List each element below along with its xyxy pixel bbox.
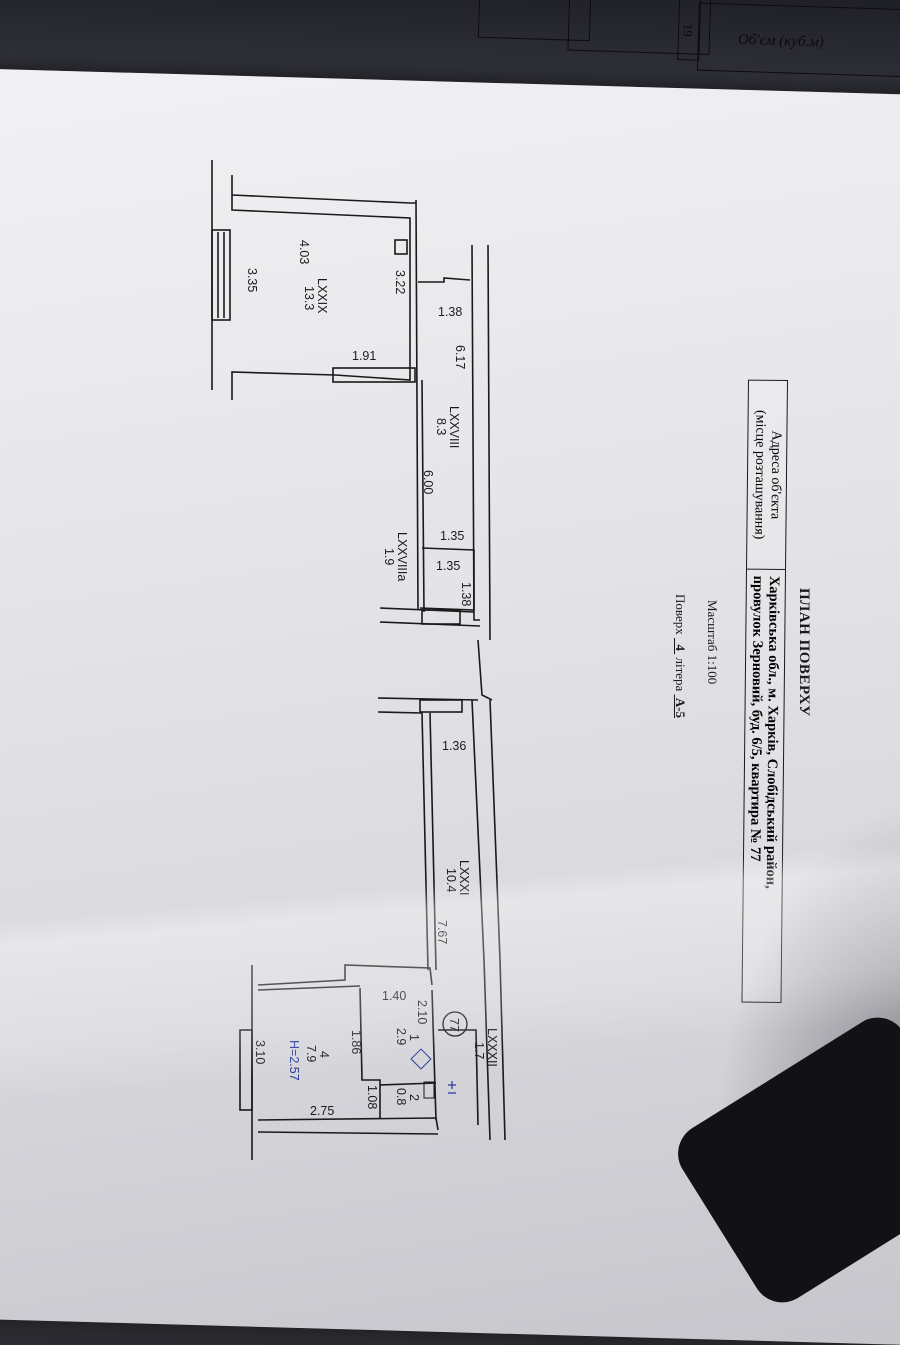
room-lxxxii-area: 1.7 xyxy=(472,1042,486,1059)
dimension: 7.67 xyxy=(435,920,449,944)
dimension: 1.35 xyxy=(440,529,464,543)
dimension: 1.36 xyxy=(442,739,466,753)
ceiling-height: H=2.57 xyxy=(287,1040,301,1081)
room-2-area: 0.8 xyxy=(394,1088,408,1105)
dimension: 6.00 xyxy=(421,470,435,494)
room-lxxviii-id: LXXVIII xyxy=(447,406,461,448)
dimension: 1.86 xyxy=(349,1030,363,1054)
room-lxxviii-area: 8.3 xyxy=(434,418,448,435)
dimension: 3.10 xyxy=(253,1040,267,1064)
room-lxxxi-id: LXXXI xyxy=(457,860,471,895)
room-lxxix-id: LXXIX xyxy=(315,278,329,314)
apartment-number-marker: 77 xyxy=(442,1011,468,1037)
room-1-area: 2.9 xyxy=(394,1028,408,1045)
apartment-number: 77 xyxy=(447,1018,461,1032)
room-4-id: 4 xyxy=(317,1051,331,1058)
dimension: 1.35 xyxy=(436,559,460,573)
room-2-id: 2 xyxy=(407,1094,421,1101)
dimension: 1.38 xyxy=(459,582,473,606)
sink-icon xyxy=(448,1081,456,1094)
dimension: 2.75 xyxy=(310,1104,334,1118)
dimension: 4.03 xyxy=(297,240,311,264)
room-1-id: 1 xyxy=(407,1034,421,1041)
room-lxxviiia-area: 1.9 xyxy=(382,548,396,565)
dimension: 1.40 xyxy=(382,989,406,1003)
dimension: 2.10 xyxy=(415,1000,429,1024)
dimension: 1.91 xyxy=(352,349,376,363)
room-4-area: 7.9 xyxy=(304,1045,318,1062)
toilet-icon xyxy=(423,1081,435,1099)
bath-icon xyxy=(410,1048,432,1070)
room-lxxix-area: 13.3 xyxy=(302,286,316,310)
dimension: 1.38 xyxy=(438,305,462,319)
dimension: 6.17 xyxy=(453,345,467,369)
room-lxxxii-id: LXXXII xyxy=(485,1028,499,1067)
dimension: 1.08 xyxy=(365,1085,379,1109)
dimension: 3.22 xyxy=(393,270,407,294)
dimension: 3.35 xyxy=(245,268,259,292)
room-lxxviiia-id: LXXVIIIa xyxy=(395,532,409,581)
room-lxxxi-area: 10.4 xyxy=(444,868,458,892)
